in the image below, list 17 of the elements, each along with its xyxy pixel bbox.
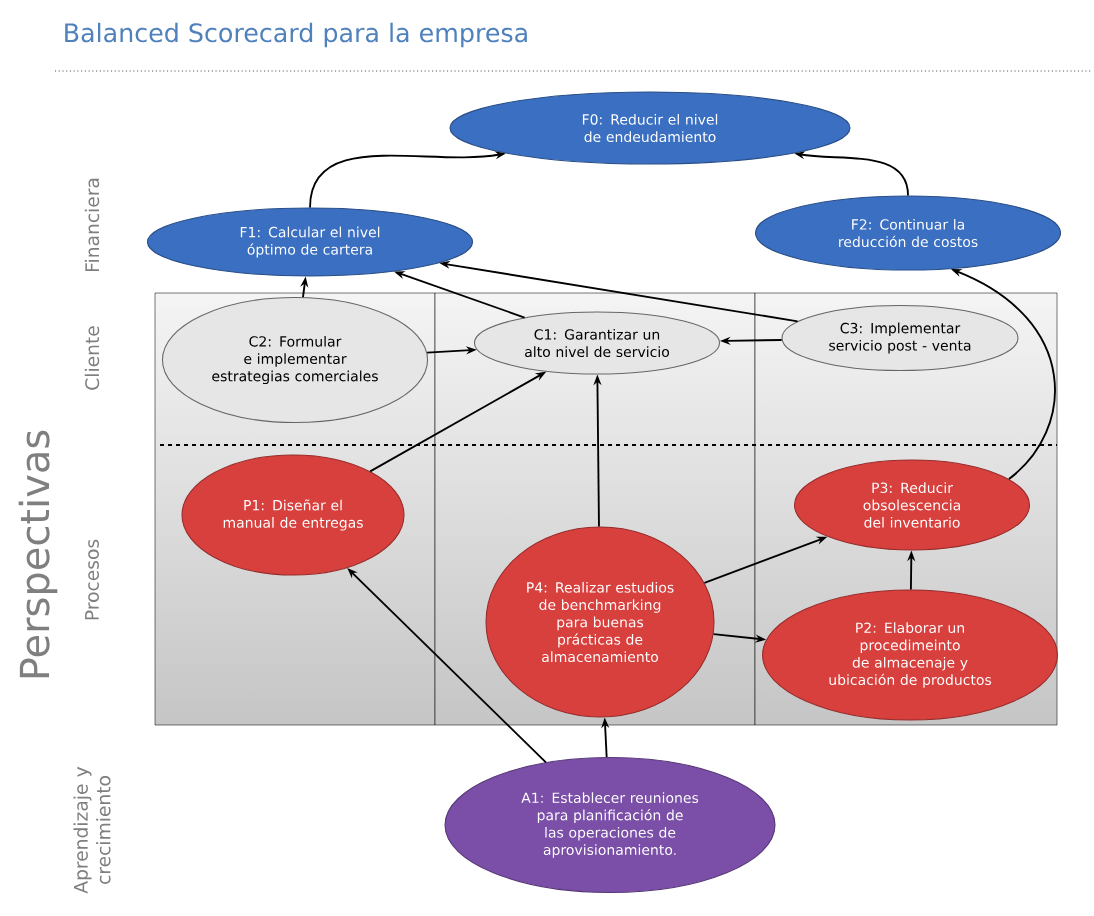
ellipse-node: A1: Establecer reuniones para planificación de las operaciones de aprovisionamiento. [444, 757, 776, 893]
side-label: Cliente [84, 326, 100, 390]
side-label: Procesos [85, 539, 99, 620]
side-label: Perspectivas [18, 430, 58, 678]
ellipse-node: P2: Elaborar un procedimeinto de almacenaje y ubicación de productos [762, 589, 1059, 721]
ellipse-node: F2: Continuar la reducción de costos [754, 195, 1062, 271]
side-label: Aprendizaje y crecimiento [73, 766, 111, 894]
ellipse-node: C2: Formular e implementar estrategias comerciales [161, 296, 429, 424]
title: Balanced Scorecard para la empresa [65, 22, 527, 48]
ellipse-node: C1: Garantizar un alto nivel de servicio [473, 311, 721, 375]
ellipse-node: C3: Implementar servicio post - venta [781, 304, 1019, 372]
ellipse-node: P3: Reducir obsolescencia del inventario [794, 459, 1031, 551]
ellipse-node: P1: Diseñar el manual de entregas [181, 454, 405, 576]
ellipse-node: P4: Realizar estudios de benchmarking para buenas prácticas de almacenamiento [485, 526, 715, 718]
ellipse-node: F1: Calcular el nivel óptimo de cartera [146, 207, 474, 277]
ellipse-node: F0: Reducir el nivel de endeudamiento [449, 91, 851, 165]
side-label: Financiera [84, 178, 100, 271]
